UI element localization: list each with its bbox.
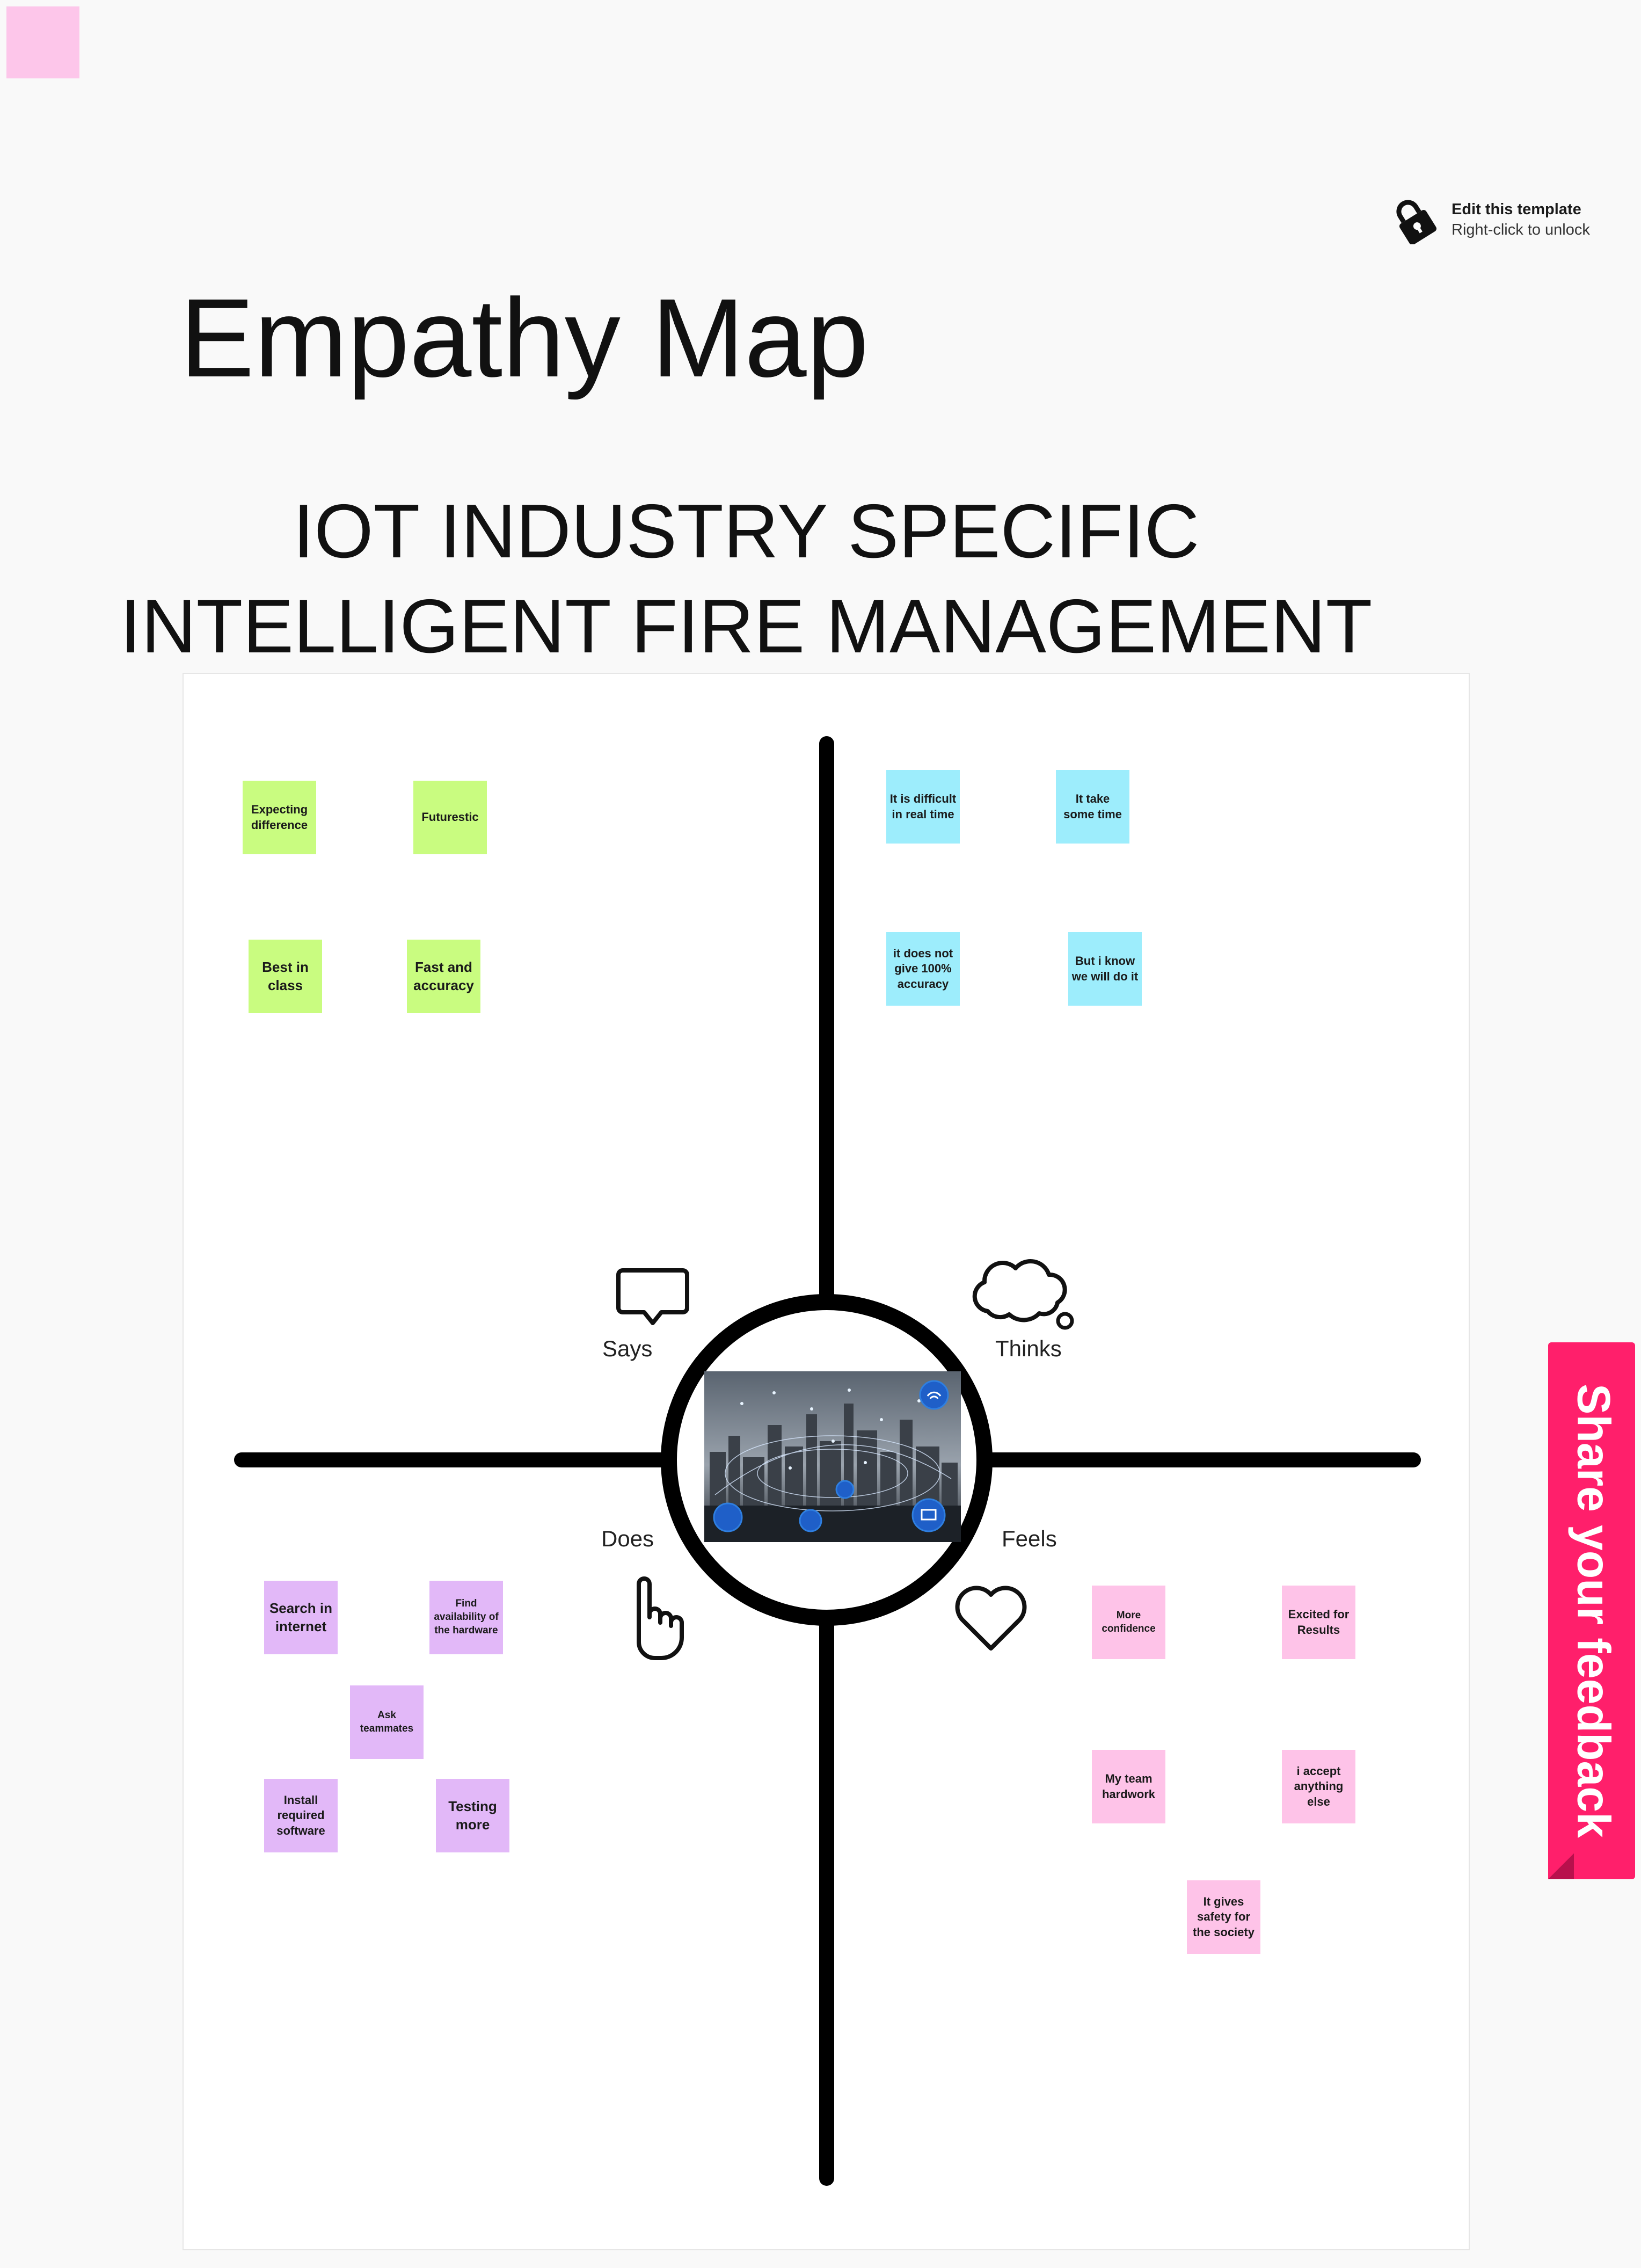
feels-note-team-hardwork[interactable]: My team hardwork — [1092, 1750, 1165, 1823]
heart-icon — [955, 1586, 1027, 1651]
smart-city-iot-image — [704, 1371, 961, 1542]
feedback-tab-fold — [1548, 1853, 1574, 1879]
says-note-expecting-difference[interactable]: Expecting difference — [243, 781, 316, 854]
edit-template-hint[interactable]: Edit this template Right-click to unlock — [1390, 196, 1590, 244]
does-note-search-internet[interactable]: Search in internet — [264, 1581, 338, 1654]
does-note-install-software[interactable]: Install required software — [264, 1779, 338, 1852]
does-note-testing-more[interactable]: Testing more — [436, 1779, 509, 1852]
thinks-note-not-100-accuracy[interactable]: it does not give 100% accuracy — [886, 932, 960, 1006]
thought-cloud-icon — [972, 1259, 1074, 1330]
edit-template-label: Edit this template — [1452, 201, 1581, 218]
feels-note-more-confidence[interactable]: More confidence — [1092, 1586, 1165, 1659]
unlock-hint-label: Right-click to unlock — [1452, 221, 1590, 238]
feels-label: Feels — [1002, 1526, 1057, 1551]
says-note-best-in-class[interactable]: Best in class — [249, 940, 322, 1013]
thinks-note-we-will-do-it[interactable]: But i know we will do it — [1068, 932, 1142, 1006]
does-label: Does — [601, 1526, 654, 1551]
thinks-label: Thinks — [995, 1336, 1062, 1361]
lock-icon — [1396, 200, 1436, 244]
feels-note-excited-results[interactable]: Excited for Results — [1282, 1586, 1355, 1659]
says-label: Says — [602, 1336, 653, 1361]
share-feedback-tab[interactable]: Share your feedback — [1548, 1342, 1635, 1879]
thinks-note-difficult-real-time[interactable]: It is difficult in real time — [886, 770, 960, 844]
project-subtitle-line-1: IOT INDUSTRY SPECIFIC — [293, 489, 1200, 574]
says-note-fast-and-accuracy[interactable]: Fast and accuracy — [407, 940, 480, 1013]
speech-bubble-icon — [616, 1268, 689, 1325]
pointing-hand-icon — [637, 1576, 684, 1660]
project-subtitle-line-2: INTELLIGENT FIRE MANAGEMENT — [120, 584, 1373, 669]
does-note-ask-teammates[interactable]: Ask teammates — [350, 1685, 424, 1759]
share-feedback-label: Share your feedback — [1567, 1383, 1620, 1838]
page-title: Empathy Map — [180, 276, 869, 401]
corner-sticky-note[interactable] — [6, 6, 79, 78]
feels-note-accept-anything[interactable]: i accept anything else — [1282, 1750, 1355, 1823]
says-note-futurestic[interactable]: Futurestic — [413, 781, 487, 854]
does-note-find-hardware[interactable]: Find availability of the hardware — [429, 1581, 503, 1654]
thinks-note-take-some-time[interactable]: It take some time — [1056, 770, 1129, 844]
feels-note-safety-society[interactable]: It gives safety for the society — [1187, 1880, 1260, 1954]
